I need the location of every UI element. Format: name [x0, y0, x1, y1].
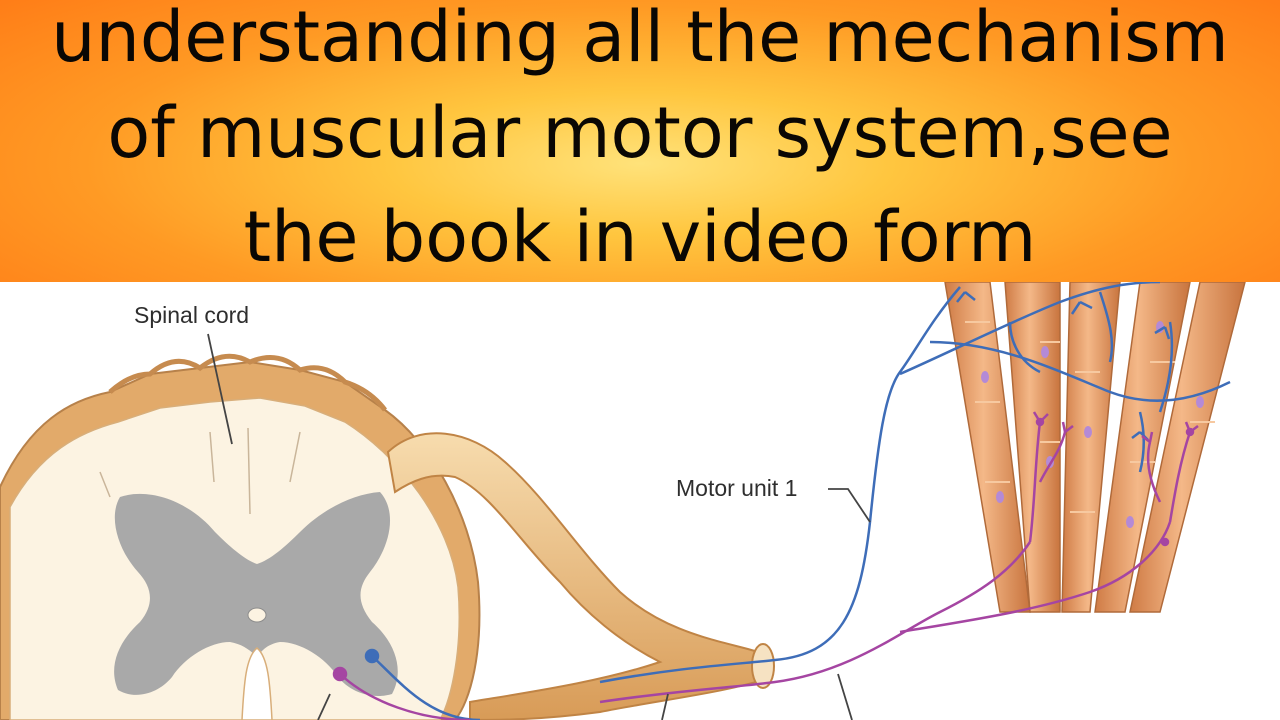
spinal-cord-label: Spinal cord: [134, 302, 250, 328]
purple-motor-neuron: [332, 411, 1199, 720]
anterior-fissure: [241, 647, 273, 720]
nerve-cut-end: [751, 643, 775, 689]
spinal-nerve: [386, 432, 774, 720]
blue-motor-neuron: [364, 282, 1231, 720]
title-line-1: understanding all the mechanism: [51, 0, 1229, 78]
gray-matter: [114, 492, 398, 697]
muscle-fibers: [944, 282, 1246, 613]
leader-lines: [207, 333, 871, 720]
motor-unit-1-label: Motor unit 1: [676, 475, 798, 501]
diagram-illustration: [0, 282, 1246, 720]
title-line-3: the book in video form: [243, 196, 1037, 278]
central-canal: [247, 607, 267, 623]
title-banner: understanding all the mechanism of muscu…: [0, 0, 1280, 282]
spinal-cord-septa: [99, 427, 301, 515]
spinal-cord-ridges: [108, 353, 387, 412]
motor-unit-diagram: Spinal cord Motor unit 1: [0, 282, 1280, 720]
title-line-2: of muscular motor system,see: [107, 92, 1173, 174]
